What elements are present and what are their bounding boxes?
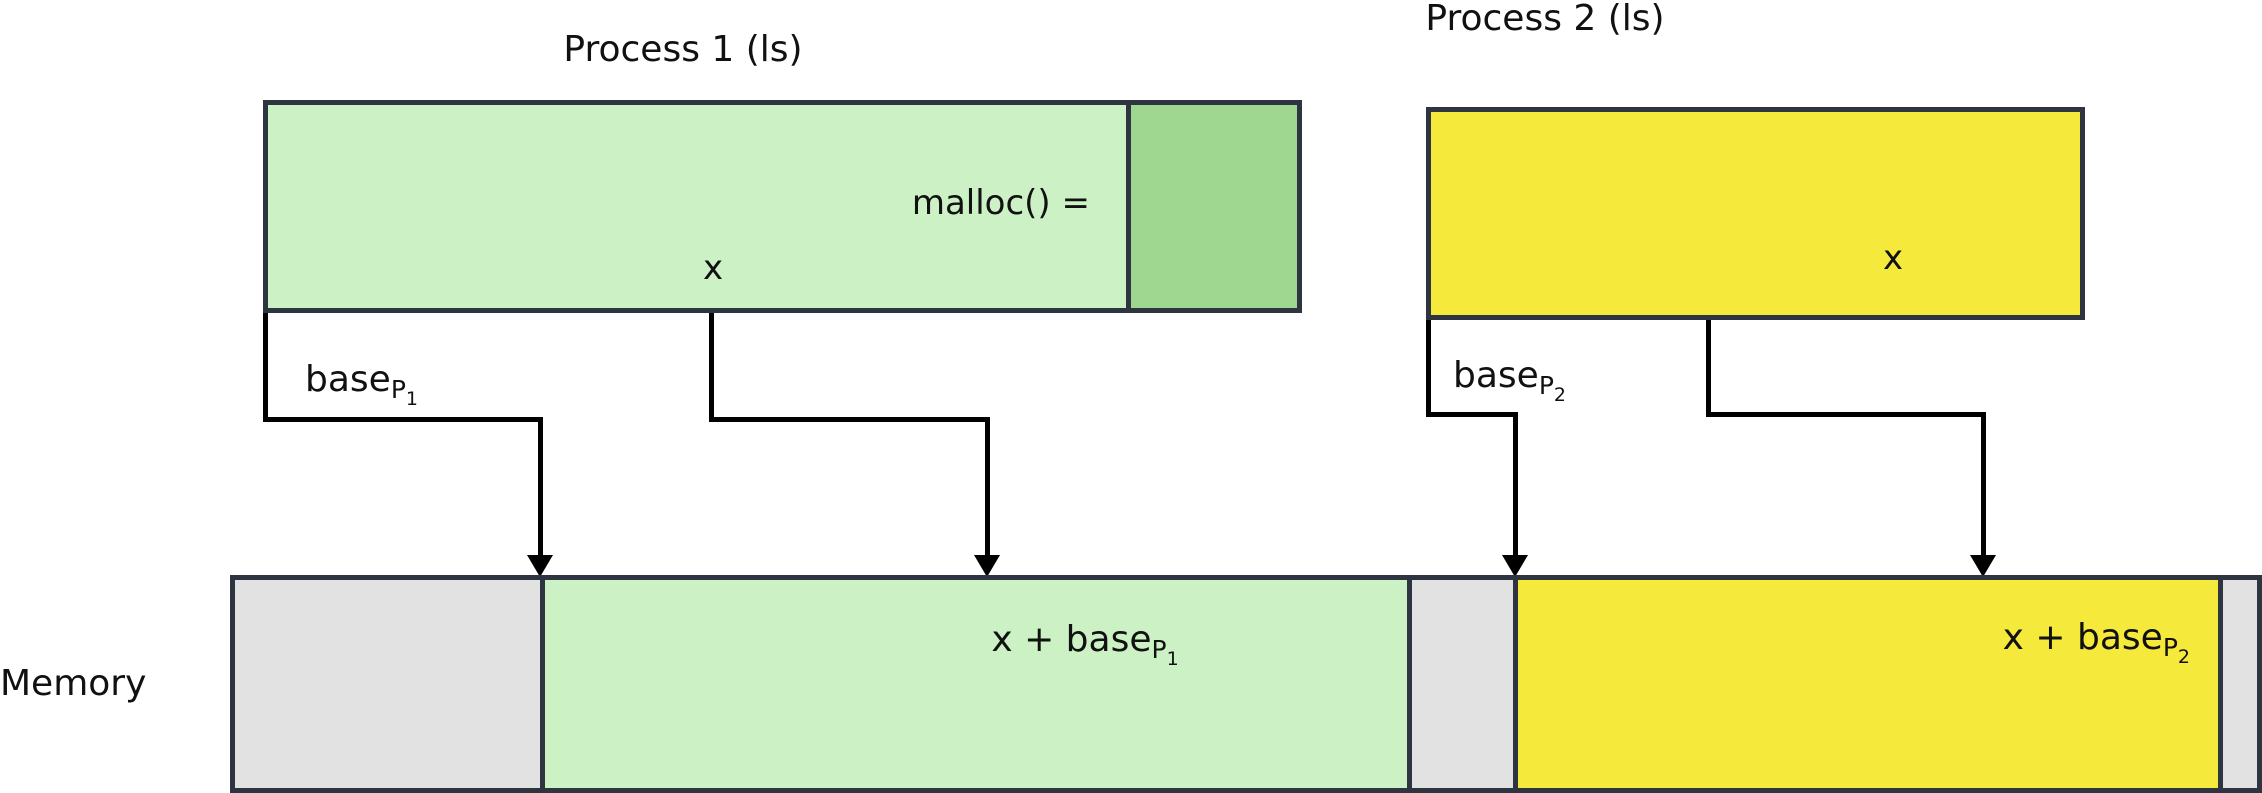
process2-x-label: x xyxy=(1882,238,1904,278)
arrowhead-down-icon xyxy=(1502,555,1528,577)
memory-bar: x + baseP1 x + baseP2 xyxy=(230,575,2262,793)
memory-p2-label-text: x + base xyxy=(2002,617,2163,658)
base-p1-text: base xyxy=(305,359,391,400)
process2-box: x xyxy=(1426,107,2085,320)
line-segment xyxy=(1513,412,1518,555)
line-segment xyxy=(709,313,714,422)
memory-p2-region xyxy=(1513,580,2223,788)
line-segment xyxy=(263,417,543,422)
line-segment xyxy=(1426,320,1431,417)
line-segment xyxy=(985,417,990,555)
memory-p2-label-subsubscript: 2 xyxy=(2177,646,2190,668)
process1-title: Process 1 (ls) xyxy=(563,29,803,70)
base-p2-subsubscript: 2 xyxy=(1553,384,1566,406)
base-p1-label: baseP1 xyxy=(305,352,418,427)
line-segment xyxy=(1426,412,1518,417)
base-p2-subscript: P xyxy=(1538,371,1554,400)
process1-box: malloc() = x xyxy=(263,100,1302,313)
malloc-label: malloc() = xyxy=(911,183,1090,223)
base-p1-subscript: P xyxy=(390,375,406,404)
line-segment xyxy=(538,417,543,555)
memory-p1-region xyxy=(540,580,1412,788)
line-segment xyxy=(263,313,268,422)
process1-x-label: x xyxy=(702,248,724,288)
arrowhead-down-icon xyxy=(1970,555,1996,577)
line-segment xyxy=(1981,412,1986,555)
memory-p1-region-label: x + baseP1 xyxy=(835,618,1335,681)
memory-p2-label-subscript: P xyxy=(2162,633,2178,662)
base-p1-subsubscript: 1 xyxy=(405,388,418,410)
process2-title: Process 2 (ls) xyxy=(1425,0,1665,39)
arrowhead-down-icon xyxy=(974,555,1000,577)
memory-p1-label-subscript: P xyxy=(1151,635,1167,664)
line-segment xyxy=(1706,320,1711,417)
memory-p1-label-text: x + base xyxy=(991,619,1152,660)
line-segment xyxy=(1706,412,1986,417)
line-segment xyxy=(709,417,990,422)
arrowhead-down-icon xyxy=(527,555,553,577)
memory-p1-label-subsubscript: 1 xyxy=(1166,648,1179,670)
memory-p2-region-label: x + baseP2 xyxy=(2003,616,2190,679)
base-p2-text: base xyxy=(1453,355,1539,396)
memory-label: Memory xyxy=(0,663,147,704)
process1-allocated-region xyxy=(1126,105,1297,308)
base-p2-label: baseP2 xyxy=(1453,348,1566,423)
